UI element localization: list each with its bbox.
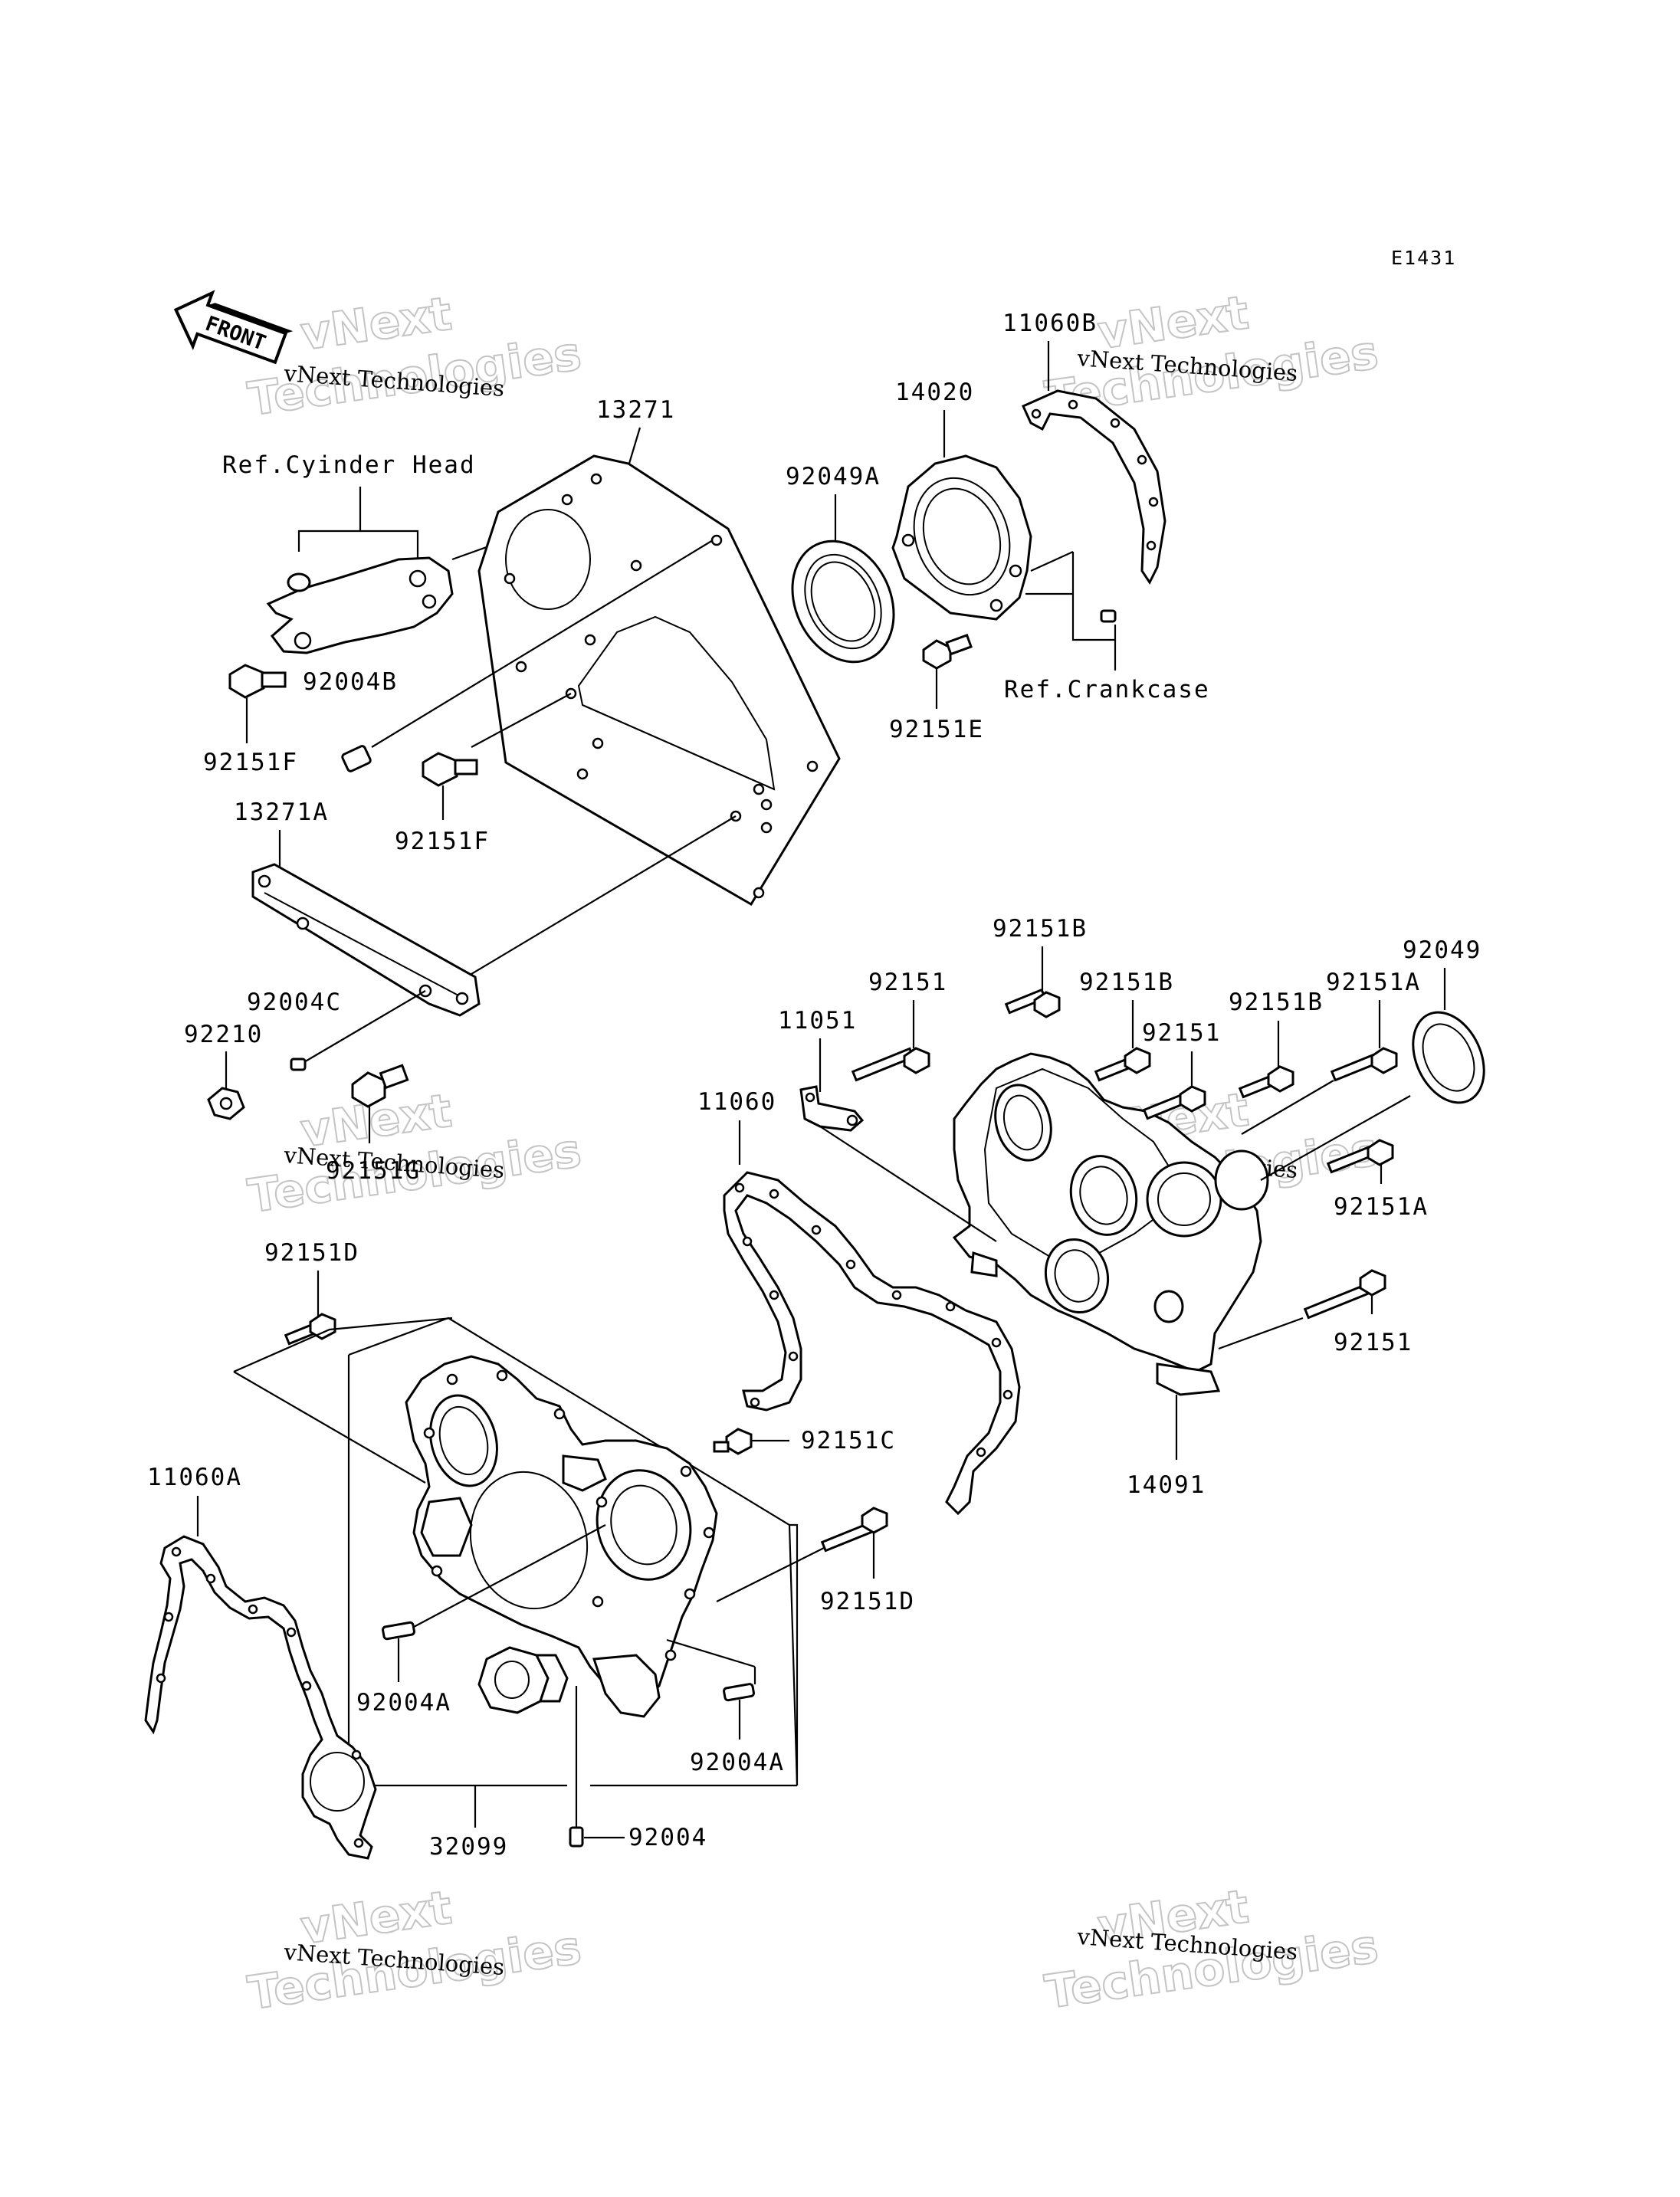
crankcase-dowel: [1100, 609, 1117, 623]
part-label-92049A: 92049A: [786, 463, 881, 490]
cylinder-head-bracket: [266, 556, 454, 654]
part-label-92151B-2: 92151B: [1079, 969, 1174, 996]
part-label-92151E: 92151E: [889, 716, 984, 743]
part-label-92151B: 92151B: [993, 915, 1088, 943]
bolt-92151B-1: [1004, 988, 1061, 1018]
plate-13271A: [251, 863, 481, 1017]
part-label-14091: 14091: [1127, 1471, 1206, 1499]
oil-seal-92049: [1412, 1011, 1485, 1104]
part-label-92210: 92210: [184, 1021, 263, 1048]
part-label-92151B-3: 92151B: [1229, 989, 1324, 1016]
bolt-92151A-1: [1330, 1047, 1398, 1082]
part-label-11060: 11060: [697, 1088, 776, 1116]
bolt-92151B-2: [1094, 1047, 1151, 1082]
housing-14020: [891, 454, 1032, 621]
dowel-pin-92004C: [290, 1058, 307, 1071]
ref-crankcase-label: Ref.Crankcase: [1004, 676, 1210, 703]
bolt-92151A-2: [1326, 1139, 1394, 1174]
part-label-92151F-2: 92151F: [395, 828, 490, 855]
bolt-92151F-b: [422, 752, 478, 787]
bolt-92151-1: [851, 1047, 930, 1082]
part-label-32099: 32099: [429, 1833, 508, 1861]
diagram-code: E1431: [1391, 247, 1456, 269]
part-label-92151G: 92151G: [326, 1157, 421, 1185]
part-label-11060B: 11060B: [1002, 310, 1098, 337]
gasket-11060: [723, 1171, 1021, 1516]
part-label-92151C: 92151C: [801, 1427, 896, 1454]
part-label-11051: 11051: [778, 1007, 857, 1035]
part-label-92151: 92151: [868, 969, 947, 996]
part-label-92151D: 92151D: [264, 1239, 359, 1267]
dowel-pin-92004B: [341, 745, 372, 772]
part-label-11060A: 11060A: [147, 1464, 242, 1491]
bolt-92151-3: [1303, 1269, 1386, 1320]
watermark-top-left: vNext Technologies: [244, 287, 585, 428]
ref-cylinder-head-label: Ref.Cyinder Head: [222, 451, 476, 479]
part-label-92004B: 92004B: [303, 668, 398, 696]
collar: [287, 572, 311, 592]
part-label-92004C: 92004C: [247, 989, 342, 1016]
bolt-92151C: [713, 1428, 753, 1455]
part-label-92004A: 92004A: [356, 1689, 451, 1717]
dowel-pin-92004A-1: [382, 1621, 415, 1641]
dowel-pin-92004: [569, 1826, 584, 1848]
bolt-92151F-a: [228, 664, 287, 699]
bolt-92151B-3: [1238, 1065, 1294, 1099]
part-label-13271A: 13271A: [234, 798, 329, 826]
part-label-92151-2: 92151: [1142, 1019, 1221, 1047]
part-label-92151-3: 92151: [1334, 1329, 1413, 1356]
rotor: [477, 1646, 569, 1714]
gasket-11060A: [144, 1535, 377, 1860]
bolt-92151D-1: [284, 1313, 336, 1346]
gasket-11060B: [1022, 389, 1166, 585]
part-label-13271: 13271: [596, 396, 675, 424]
part-label-92151A: 92151A: [1326, 969, 1421, 996]
part-label-92151D-2: 92151D: [820, 1588, 915, 1615]
oil-seal-92049A: [791, 539, 895, 664]
part-label-92004: 92004: [628, 1824, 707, 1851]
plate-13271: [477, 454, 841, 907]
part-label-92151F: 92151F: [203, 749, 298, 776]
bolt-92151-2: [1142, 1085, 1206, 1120]
part-label-92151A-2: 92151A: [1334, 1193, 1429, 1221]
bolt-92151D-2: [820, 1507, 888, 1553]
dowel-pin-92004A-2: [723, 1683, 755, 1702]
bolt-92151G: [351, 1064, 409, 1108]
bolt-92151E: [922, 633, 973, 670]
part-label-92004A-2: 92004A: [690, 1749, 785, 1776]
part-label-92049: 92049: [1403, 936, 1481, 964]
front-arrow-icon: FRONT: [173, 290, 294, 365]
part-label-14020: 14020: [895, 379, 974, 406]
